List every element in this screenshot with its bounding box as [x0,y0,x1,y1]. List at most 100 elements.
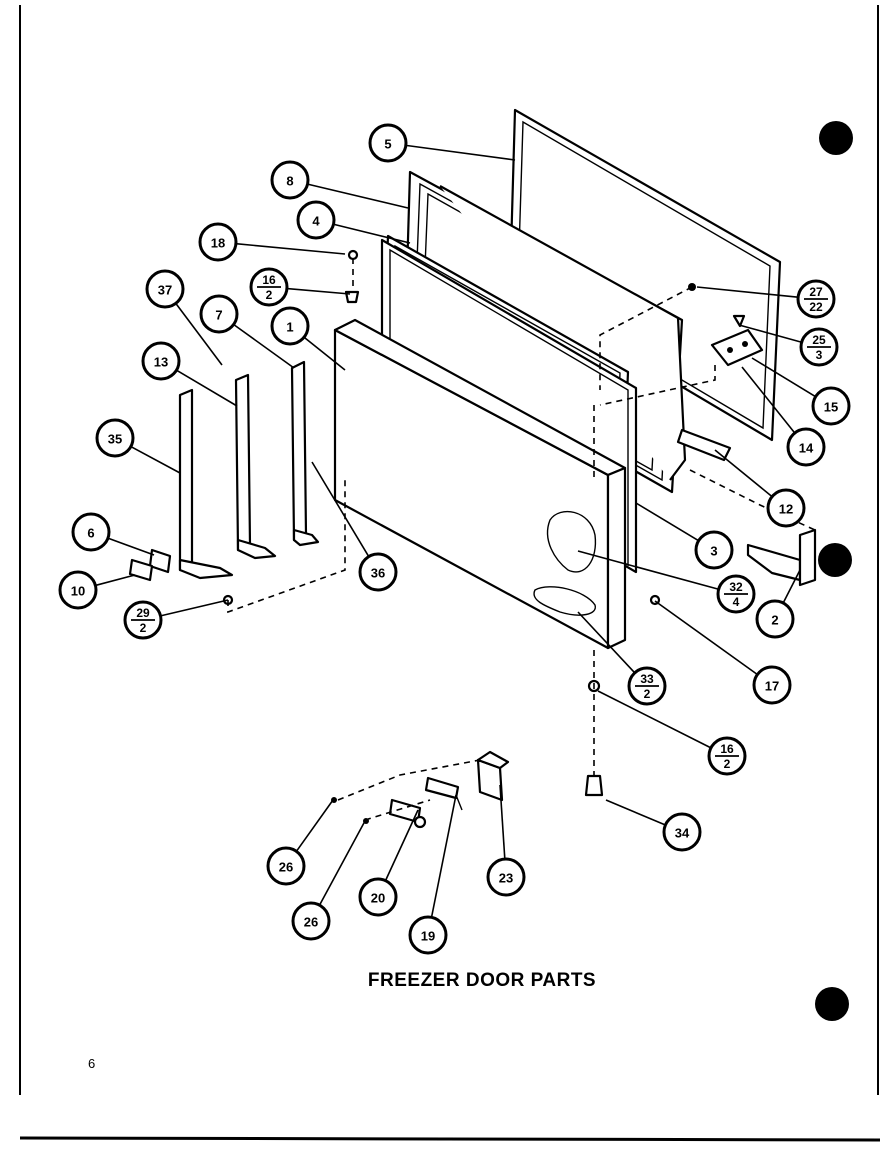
callout-5: 5 [368,123,408,163]
callout-1: 1 [270,306,310,346]
fraction-quantity: 2 [724,757,731,771]
page-number: 6 [88,1056,95,1071]
fraction-callout-32-4: 324 [716,574,756,614]
callout-label: 26 [279,860,293,875]
callout-label: 36 [371,566,385,581]
door-cutaway-detail [533,510,597,616]
fraction-callout-25-leader [738,324,802,343]
leader-lines [95,144,817,918]
callout-8-leader [307,183,409,209]
binder-hole-mark-top [819,121,853,155]
callout-37-leader [175,302,223,366]
assembly-lines [227,258,816,821]
callout-23-leader [499,784,506,860]
callout-26-leader [295,799,334,852]
binder-hole-mark-bottom [815,987,849,1021]
fraction-callout-16-leader [286,287,351,295]
part-handle-bracket-7 [290,360,320,547]
callout-18: 18 [198,222,238,262]
callout-label: 23 [499,871,513,886]
fraction-callout-32-leader [577,550,719,591]
callout-label: 17 [765,679,779,694]
callout-10-leader [95,574,136,587]
callout-label: 37 [158,283,172,298]
part-nameplate [148,548,172,574]
callout-7-leader [233,323,295,369]
fraction-part-number: 27 [809,285,823,299]
callout-26: 26 [291,901,331,941]
fraction-callout-27-leader [696,286,799,298]
callout-label: 26 [304,915,318,930]
callout-label: 8 [286,174,293,189]
callout-13-leader [176,369,238,407]
callout-15: 15 [811,386,851,426]
part-handle-plate-35 [178,388,234,580]
fraction-callout-16-2: 162 [249,267,289,307]
fraction-quantity: 4 [733,595,740,609]
fraction-part-number: 32 [729,580,743,594]
fraction-callout-29-leader [160,599,229,617]
part-door-stop-23 [476,750,510,802]
callout-19: 19 [408,915,448,955]
callout-7: 7 [199,294,239,334]
part-outer-door [333,318,627,650]
callout-label: 2 [771,613,778,628]
frame-bottom-line [19,1136,881,1142]
part-lower-hinge-bracket [746,528,817,587]
callout-36-leader [311,461,370,557]
callout-4: 4 [296,200,336,240]
callout-2: 2 [755,599,795,639]
part-nameplate-insert [128,558,154,582]
callout-1-leader [303,336,346,371]
fraction-part-number: 33 [640,672,654,686]
diagram-caption: FREEZER DOOR PARTS [368,970,596,991]
callout-34-leader [605,799,666,826]
callout-13: 13 [141,341,181,381]
callout-12: 12 [766,488,806,528]
callout-label: 6 [87,526,94,541]
callout-19-leader [430,794,457,918]
fraction-callout-33-leader [577,611,636,674]
fraction-quantity: 2 [644,687,651,701]
callout-label: 34 [675,826,690,841]
callout-8: 8 [270,160,310,200]
callout-34: 34 [662,812,702,852]
callout-20: 20 [358,877,398,917]
part-handle-13 [234,373,277,560]
callout-label: 7 [215,308,222,323]
callout-36: 36 [358,552,398,592]
callout-label: 3 [710,544,717,559]
fraction-quantity: 22 [809,300,823,314]
part-upper-hinge [710,328,764,367]
fraction-callout-16-2: 162 [707,736,747,776]
callout-label: 19 [421,929,435,944]
fraction-part-number: 16 [720,742,734,756]
fraction-callout-25-3: 253 [799,327,839,367]
fraction-part-number: 29 [136,606,150,620]
callout-14: 14 [786,427,826,467]
fraction-part-number: 25 [812,333,826,347]
callout-3-leader [635,502,699,542]
callout-6-leader [107,537,155,556]
callout-17-leader [654,600,758,676]
fraction-quantity: 2 [140,621,147,635]
fraction-callout-33-2: 332 [627,666,667,706]
callout-label: 12 [779,502,793,517]
callout-label: 13 [154,355,168,370]
fraction-part-number: 16 [262,273,276,287]
callout-label: 1 [286,320,293,335]
callout-6: 6 [71,512,111,552]
callout-26-leader [318,820,366,906]
callout-label: 15 [824,400,838,415]
callout-23: 23 [486,857,526,897]
callout-label: 5 [384,137,391,152]
callout-15-leader [751,357,817,398]
callout-4-leader [333,223,411,244]
callout-5-leader [405,144,516,161]
callout-label: 20 [371,891,385,906]
fraction-quantity: 2 [266,288,273,302]
callout-label: 10 [71,584,85,599]
